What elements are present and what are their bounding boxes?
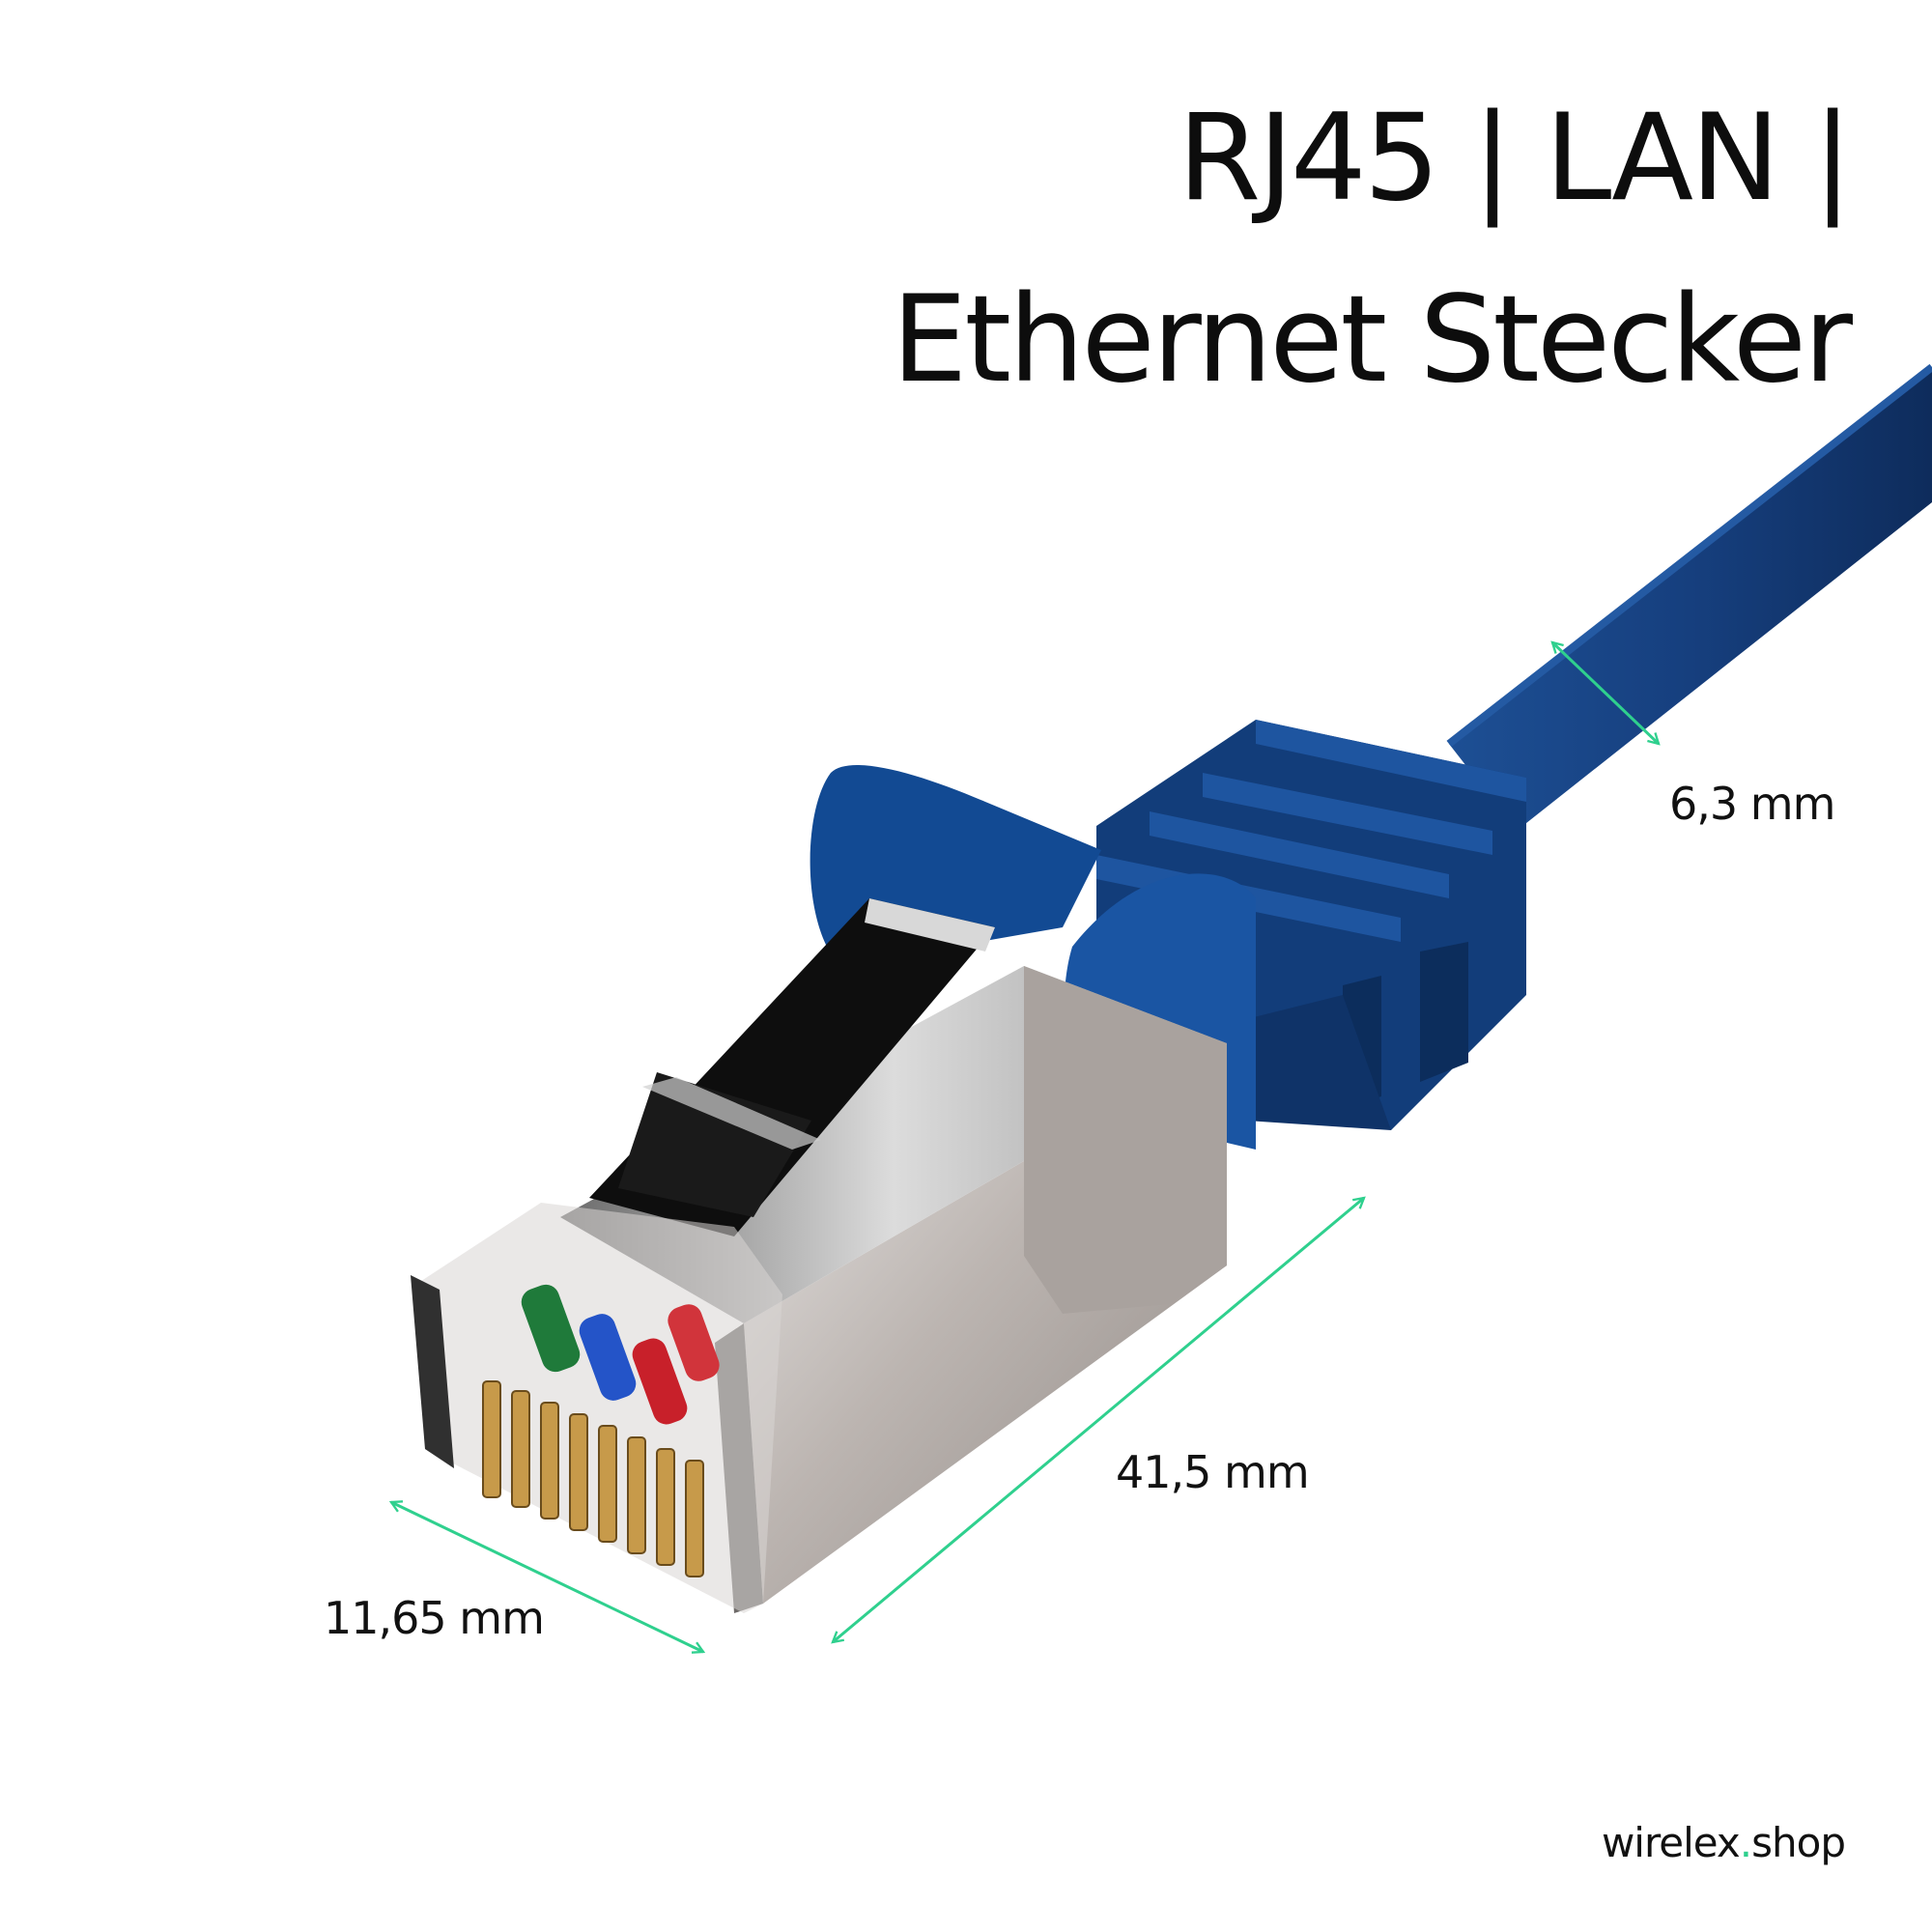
black-latch xyxy=(589,898,995,1236)
title-line-1: RJ45 | LAN | xyxy=(1178,89,1853,228)
brand-wordmark: wirelex.shop xyxy=(1601,1819,1846,1866)
dimension-label-cable-diameter: 6,3 mm xyxy=(1669,778,1835,830)
cable xyxy=(1446,363,1932,831)
plug-front xyxy=(411,1203,782,1613)
dimension-arrow-width xyxy=(391,1502,703,1652)
dimension-arrow-length xyxy=(833,1198,1364,1642)
dimension-label-plug-length: 41,5 mm xyxy=(1116,1446,1310,1498)
brand-tld: shop xyxy=(1751,1819,1846,1866)
dimension-label-plug-width: 11,65 mm xyxy=(324,1592,545,1644)
dimension-arrow-cable xyxy=(1552,642,1659,744)
title-line-2: Ethernet Stecker xyxy=(891,270,1853,410)
brand-name: wirelex xyxy=(1601,1819,1741,1866)
brand-dot: . xyxy=(1739,1819,1752,1866)
boot xyxy=(1096,720,1526,1130)
